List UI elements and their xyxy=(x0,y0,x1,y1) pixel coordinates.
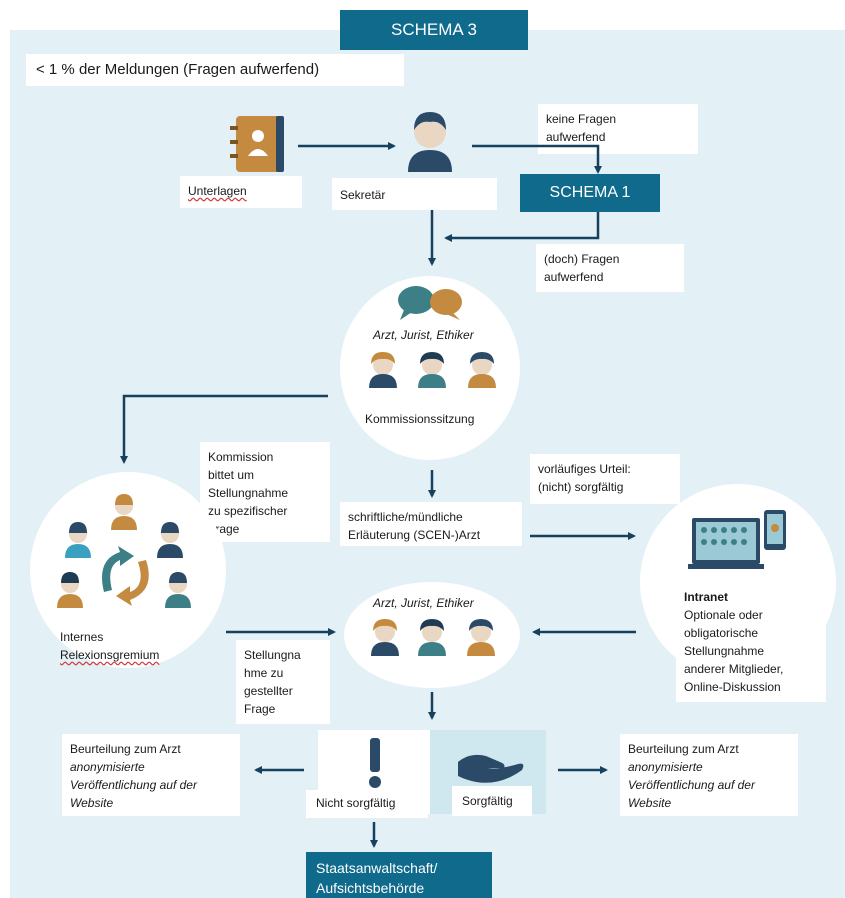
beurteilung-right-line4: Website xyxy=(628,796,672,810)
subtitle: < 1 % der Meldungen (Fragen aufwerfend) xyxy=(26,54,404,86)
intranet-line4: anderer Mitglieder, xyxy=(684,662,784,676)
internes-label: Internes xyxy=(60,630,104,644)
exclamation-icon xyxy=(369,738,381,788)
kommission-bittet-line3: Stellungnahme xyxy=(208,486,289,500)
kommission-bittet-box: Kommission bittet um Stellungnahme zu sp… xyxy=(200,442,330,542)
relexionsgremium-label: Relexionsgremium xyxy=(60,646,159,664)
stellungnahme-line4: Frage xyxy=(244,702,276,716)
video-conference-icon xyxy=(688,510,786,569)
keine-fragen-line1: keine Fragen xyxy=(546,112,617,126)
address-book-icon xyxy=(230,116,284,172)
beurteilung-left-line4: Website xyxy=(70,796,114,810)
doctor-icon-2 xyxy=(371,619,399,656)
staatsanwaltschaft-box: Staatsanwaltschaft/ Aufsichtsbehörde xyxy=(306,852,492,898)
doch-fragen-line2: aufwerfend xyxy=(544,270,604,284)
arrow-commission-to-gremium xyxy=(120,394,328,464)
stellungnahme-line2: hme zu xyxy=(244,666,284,680)
beurteilung-left-line1: Beurteilung zum Arzt xyxy=(70,742,181,756)
beurteilung-left-line2: anonymisierte xyxy=(70,760,145,774)
sorgfaeltig-label: Sorgfältig xyxy=(452,786,532,816)
group-people-icon xyxy=(57,494,191,608)
ethicist-icon xyxy=(468,352,496,388)
doch-fragen-box: (doch) Fragen aufwerfend xyxy=(536,244,684,292)
kommission-bittet-line1: Kommission xyxy=(208,450,274,464)
keine-fragen-line2: aufwerfend xyxy=(546,130,606,144)
doctor-icon xyxy=(369,352,397,388)
schema1-box: SCHEMA 1 xyxy=(520,174,660,212)
intranet-line1: Optionale oder xyxy=(684,608,763,622)
commission-session: Kommissionssitzung xyxy=(365,412,475,426)
lawyer-icon xyxy=(418,352,446,388)
beurteilung-left-box: Beurteilung zum Arzt anonymisierte Veröf… xyxy=(62,734,240,816)
staats-line1: Staatsanwaltschaft/ xyxy=(316,860,438,876)
beurteilung-right-line1: Beurteilung zum Arzt xyxy=(628,742,739,756)
schema3-title: SCHEMA 3 xyxy=(340,10,528,50)
arrow-secretary-to-schema1 xyxy=(472,144,602,174)
beurteilung-left-line3: Veröffentlichung auf der xyxy=(70,778,197,792)
erlaeuterung-line2: Erläuterung (SCEN-)Arzt xyxy=(348,528,481,542)
doch-fragen-line1: (doch) Fragen xyxy=(544,252,620,266)
kommission-bittet-line2: bittet um xyxy=(208,468,255,482)
staats-line2: Aufsichtsbehörde xyxy=(316,880,425,896)
intranet-line2: obligatorische xyxy=(684,626,759,640)
arrow-schema1-back xyxy=(444,212,600,242)
commission-people-icons xyxy=(369,352,496,388)
kommission-bittet-line4: zu spezifischer xyxy=(208,504,288,518)
intranet-line5: Online-Diskussion xyxy=(684,680,781,694)
erlaeuterung-line1: schriftliche/mündliche xyxy=(348,510,463,524)
intranet-box: Intranet Optionale oder obligatorische S… xyxy=(676,584,826,702)
cycle-arrows-icon xyxy=(102,546,149,606)
beurteilung-right-line2: anonymisierte xyxy=(628,760,703,774)
erlaeuterung-box: schriftliche/mündliche Erläuterung (SCEN… xyxy=(340,502,522,546)
roles-people-icons xyxy=(371,619,495,656)
vorlaeufig-box: vorläufiges Urteil: (nicht) sorgfältig xyxy=(530,454,680,504)
stellungnahme-line3: gestellter xyxy=(244,684,293,698)
stellungnahme-line1: Stellungna xyxy=(244,648,301,662)
beurteilung-right-box: Beurteilung zum Arzt anonymisierte Veröf… xyxy=(620,734,798,816)
lawyer-icon-2 xyxy=(418,619,446,656)
roles2-label: Arzt, Jurist, Ethiker xyxy=(373,596,474,610)
secretary-icon xyxy=(408,112,452,172)
nicht-sorgfaeltig-label: Nicht sorgfältig xyxy=(306,790,428,818)
sekretaer-label: Sekretär xyxy=(332,178,497,210)
vorlaeufig-line2: (nicht) sorgfältig xyxy=(538,480,624,494)
unterlagen-label-box: Unterlagen xyxy=(180,176,302,208)
keine-fragen-box: keine Fragen aufwerfend xyxy=(538,104,698,154)
stellungnahme-box: Stellungna hme zu gestellter Frage xyxy=(236,640,330,724)
beurteilung-right-line3: Veröffentlichung auf der xyxy=(628,778,755,792)
intranet-title: Intranet xyxy=(684,590,729,604)
ethicist-icon-2 xyxy=(467,619,495,656)
vorlaeufig-line1: vorläufiges Urteil: xyxy=(538,462,631,476)
intranet-line3: Stellungnahme xyxy=(684,644,765,658)
hand-icon xyxy=(458,754,524,783)
relexionsgremium-text: Relexionsgremium xyxy=(60,648,160,662)
commission-roles: Arzt, Jurist, Ethiker xyxy=(373,328,474,342)
speech-bubbles-icon xyxy=(398,286,462,320)
flow-arrows xyxy=(120,142,636,848)
unterlagen-label: Unterlagen xyxy=(188,184,247,198)
